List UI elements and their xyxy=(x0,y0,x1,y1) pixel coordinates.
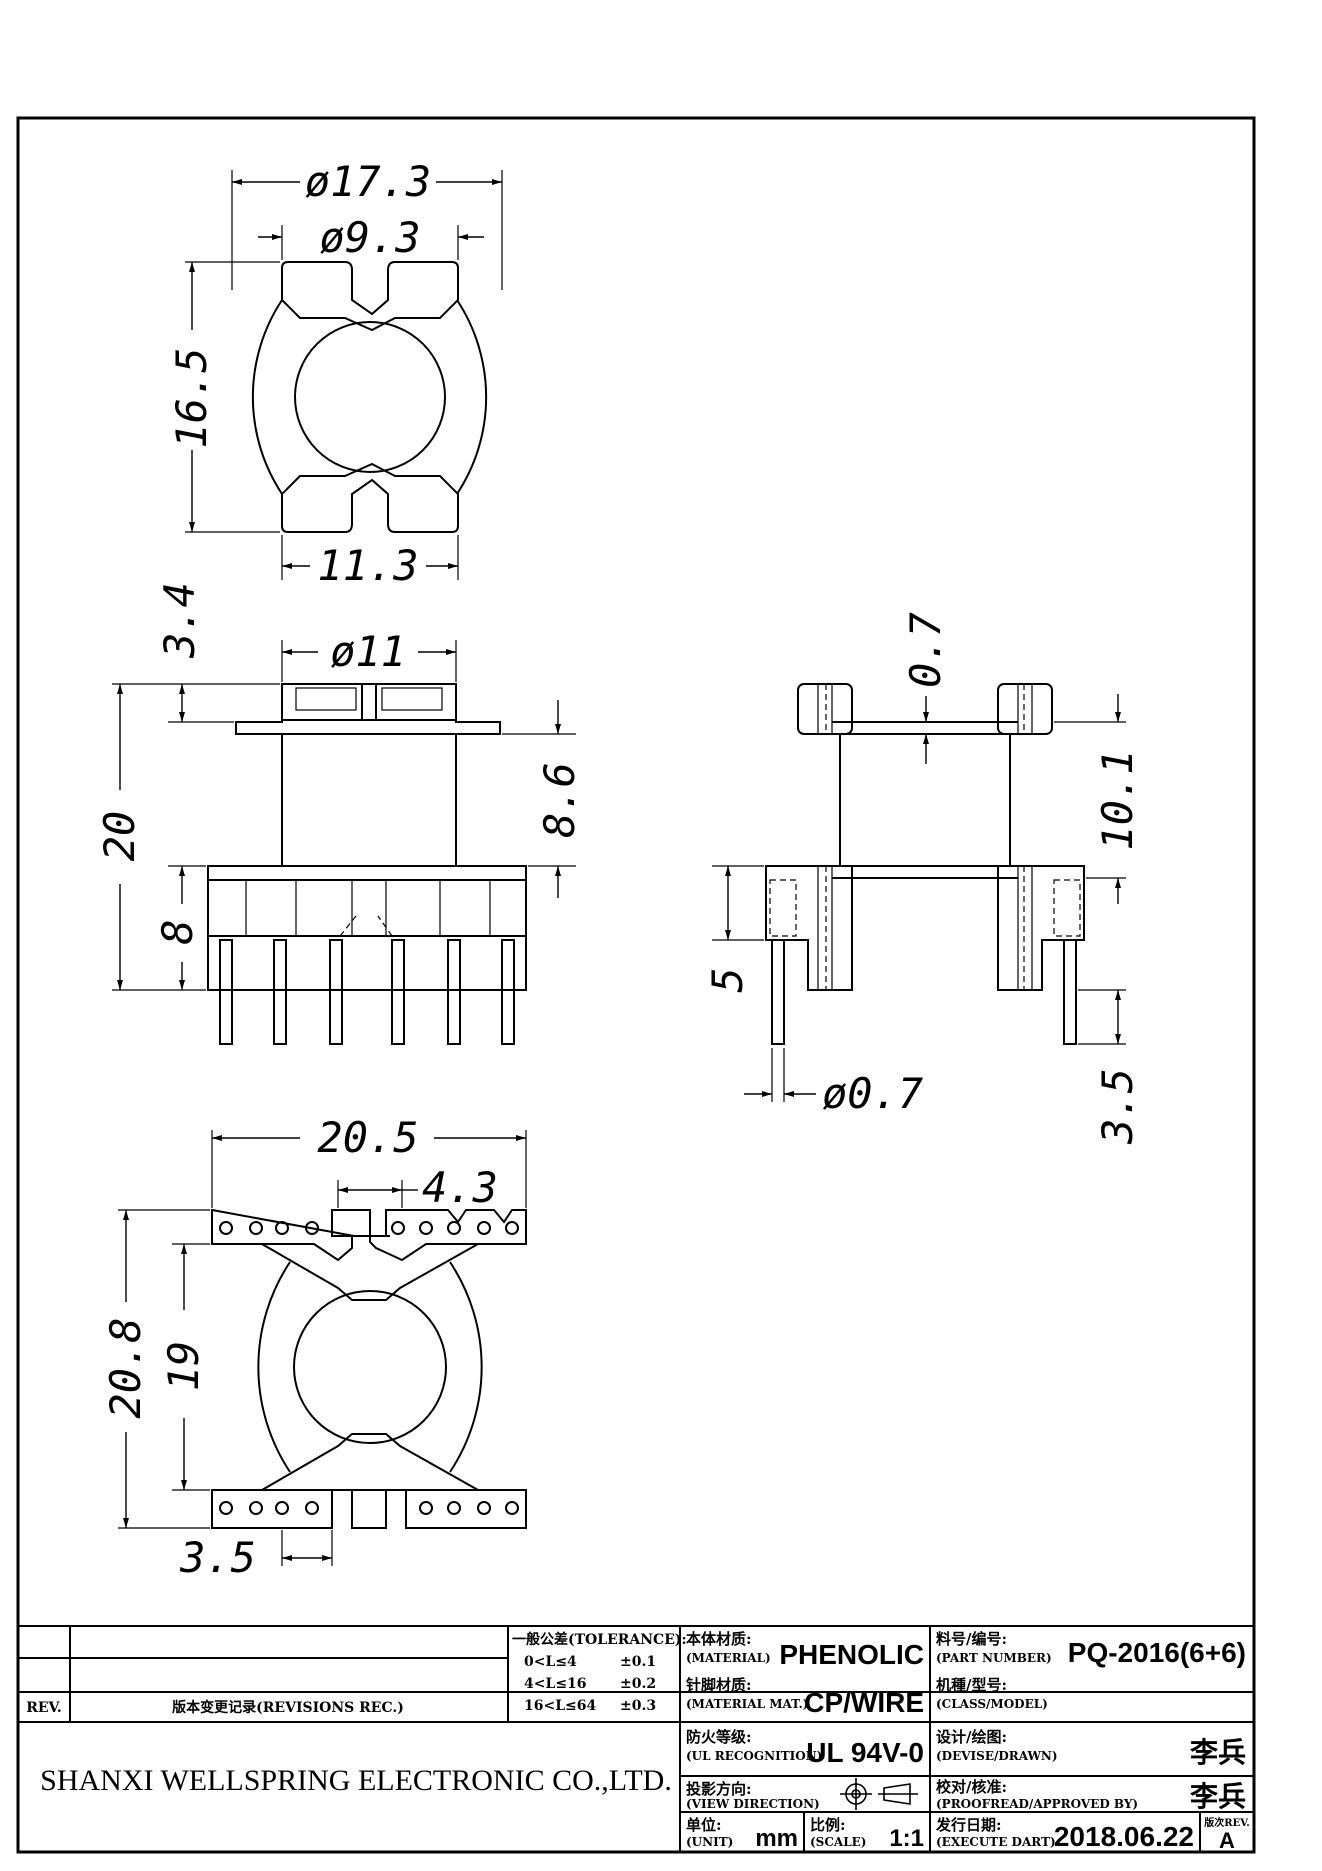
part-number-label-cn: 料号/编号: xyxy=(936,1630,1007,1648)
bottom-overall-width-label: 20.5 xyxy=(317,1113,418,1162)
company-name: SHANXI WELLSPRING ELECTRONIC CO.,LTD. xyxy=(40,1764,672,1797)
scale-label-cn: 比例: xyxy=(810,1816,846,1834)
pin-material-label-cn: 针脚材质: xyxy=(686,1676,752,1694)
side-flange-thickness-label: 0.7 xyxy=(901,612,950,688)
top-height-label: 16.5 xyxy=(167,347,216,448)
execute-date-label-en: (EXECUTE DART) xyxy=(936,1835,1056,1849)
side-pin-standoff-label: 5 xyxy=(703,967,752,992)
front-middle-height-label: 8.6 xyxy=(535,762,584,838)
tolerance-label: 一般公差(TOLERANCE): xyxy=(512,1631,687,1648)
revision-value: A xyxy=(1219,1828,1235,1853)
title-block-grid xyxy=(18,1625,1254,1852)
designer-value: 李兵 xyxy=(1190,1737,1246,1768)
side-view-dimensions xyxy=(725,694,1121,1097)
front-top-height-label: 3.4 xyxy=(155,582,204,659)
scale-value: 1:1 xyxy=(889,1825,924,1852)
side-winding-height-label: 10.1 xyxy=(1093,749,1142,850)
model-label-en: (CLASS/MODEL) xyxy=(936,1697,1048,1711)
bottom-overall-height-label: 20.8 xyxy=(101,1317,150,1418)
tolerance-value-2: ±0.2 xyxy=(620,1676,656,1692)
bottom-core-circle xyxy=(293,1290,447,1444)
bottom-pin-pitch-label: 3.5 xyxy=(179,1533,256,1582)
top-view-dimensions xyxy=(189,179,502,569)
material-label-en: (MATERIAL) xyxy=(686,1651,771,1665)
unit-label-en: (UNIT) xyxy=(686,1835,733,1849)
flame-rating-value: UL 94V-0 xyxy=(806,1737,924,1768)
execute-date-label-cn: 发行日期: xyxy=(935,1816,1002,1834)
core-circle xyxy=(294,321,446,473)
flame-rating-label-cn: 防火等级: xyxy=(686,1728,752,1746)
projection-symbol-icon xyxy=(840,1778,918,1810)
material-label-cn: 本体材质: xyxy=(686,1630,752,1648)
top-outer-diameter-label: ø17.3 xyxy=(305,157,431,206)
bottom-view xyxy=(118,1130,527,1566)
front-total-height-label: 20 xyxy=(95,811,144,862)
designer-label-cn: 设计/绘图: xyxy=(936,1728,1007,1746)
bottom-pin-pitch-center-label: 4.3 xyxy=(422,1163,498,1212)
scale-label-en: (SCALE) xyxy=(810,1835,866,1849)
bottom-view-dimensions xyxy=(123,1135,526,1561)
side-pin-length-label: 3.5 xyxy=(1093,1068,1142,1145)
approver-value: 李兵 xyxy=(1190,1781,1246,1812)
side-view xyxy=(712,683,1126,1102)
bottom-inner-height-label: 19 xyxy=(159,1341,208,1392)
revisions-label: 版本变更记录(REVISIONS REC.) xyxy=(172,1699,404,1716)
flame-rating-label-en: (UL RECOGNITION) xyxy=(686,1749,822,1763)
tolerance-range-2: 4<L≤16 xyxy=(524,1676,587,1692)
revision-label: 版次REV. xyxy=(1204,1816,1249,1829)
part-number-value: PQ-2016(6+6) xyxy=(1068,1637,1246,1668)
tolerance-range-1: 0<L≤4 xyxy=(524,1654,577,1670)
front-core-diameter-label: ø11 xyxy=(330,627,406,676)
pin-material-value: CP/WIRE xyxy=(804,1687,924,1718)
designer-label-en: (DEVISE/DRAWN) xyxy=(936,1749,1058,1763)
tolerance-value-1: ±0.1 xyxy=(620,1654,656,1670)
top-base-width-label: 11.3 xyxy=(317,541,418,590)
unit-label-cn: 单位: xyxy=(686,1816,722,1834)
side-pin-diameter-label: ø0.7 xyxy=(822,1069,923,1118)
part-number-label-en: (PART NUMBER) xyxy=(936,1651,1052,1665)
approver-label-en: (PROOFREAD/APPROVED BY) xyxy=(936,1797,1138,1811)
unit-value: mm xyxy=(755,1825,798,1852)
material-value: PHENOLIC xyxy=(779,1639,924,1670)
tolerance-range-3: 16<L≤64 xyxy=(524,1698,597,1714)
model-label-cn: 机種/型号: xyxy=(936,1676,1007,1694)
front-base-height-label: 8 xyxy=(153,919,202,944)
approver-label-cn: 校对/核准: xyxy=(936,1778,1007,1796)
front-view-dimensions xyxy=(117,649,561,990)
top-view xyxy=(185,170,503,580)
tolerance-value-3: ±0.3 xyxy=(620,1698,656,1714)
drawing-border xyxy=(16,116,1256,1854)
front-view xyxy=(112,640,576,1045)
top-inner-diameter-label: ø9.3 xyxy=(319,213,420,262)
view-direction-label-cn: 投影方向: xyxy=(686,1780,752,1798)
view-direction-label-en: (VIEW DIRECTION) xyxy=(686,1797,820,1811)
execute-date-value: 2018.06.22 xyxy=(1054,1821,1194,1852)
pin-material-label-en: (MATERIAL MAT.) xyxy=(686,1697,808,1711)
rev-label: REV. xyxy=(26,1700,62,1716)
